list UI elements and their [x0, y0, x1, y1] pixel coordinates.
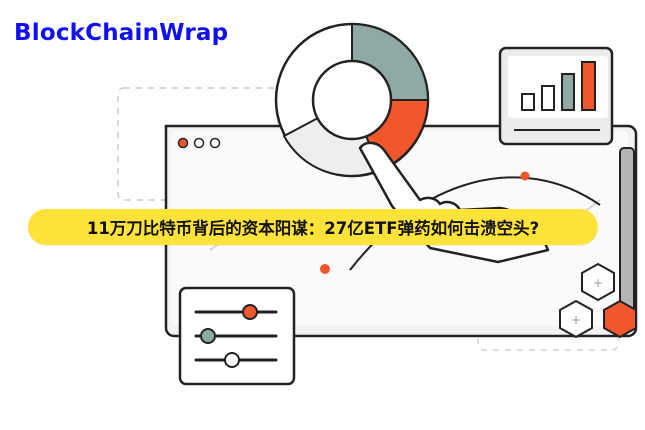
window-dot-2: [209, 137, 221, 149]
headline-banner: 11万刀比特币背后的资本阳谋：27亿ETF弹药如何击溃空头?: [28, 209, 598, 245]
bar-chart-icon: [498, 46, 614, 146]
svg-text:+: +: [571, 313, 581, 327]
brand-logo: BlockChainWrap: [14, 20, 229, 46]
window-dot-red: [177, 137, 189, 149]
window-dot-1: [193, 137, 205, 149]
donut-chart-icon: [274, 22, 430, 178]
hexagon-icon: + +: [559, 262, 637, 339]
plot-dot-2: [320, 264, 330, 274]
svg-text:+: +: [593, 276, 603, 290]
sliders-icon: [178, 286, 296, 386]
window-scrollbar: [619, 147, 635, 329]
plot-dot-1: [520, 171, 530, 181]
